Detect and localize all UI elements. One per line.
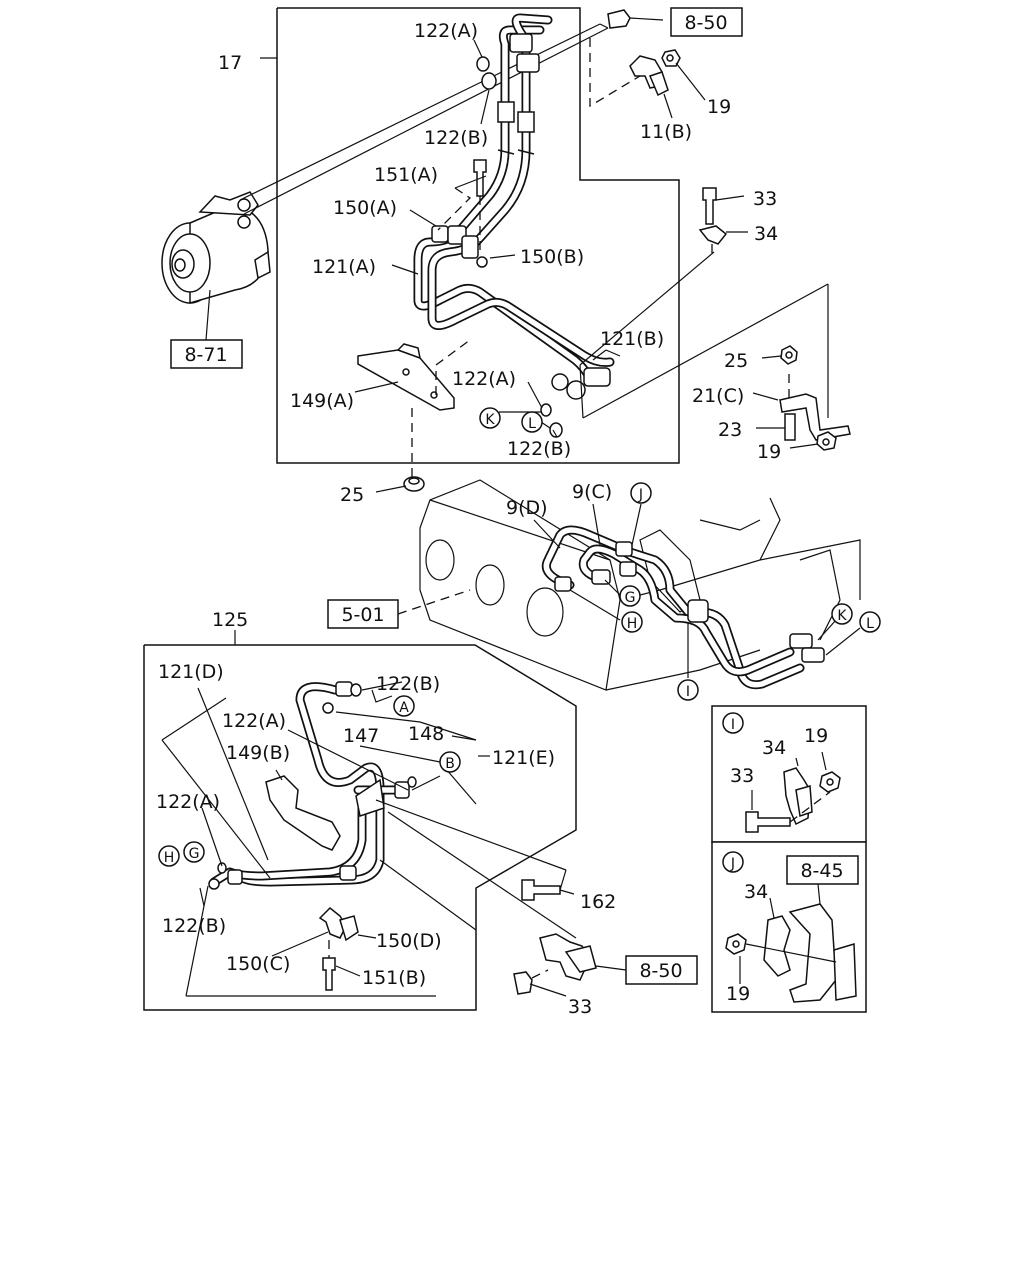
svg-text:H: H	[164, 850, 175, 866]
group-17-outline	[276, 7, 680, 464]
label-122B: 122(B)	[376, 673, 440, 695]
label-33: 33	[753, 188, 777, 210]
svg-text:K: K	[485, 412, 495, 428]
label-150A: 150(A)	[333, 197, 397, 219]
label-122B: 122(B)	[424, 127, 488, 149]
label-149B: 149(B)	[226, 742, 290, 764]
label-25: 25	[340, 484, 364, 506]
group-125-outline	[143, 644, 577, 1011]
svg-text:J: J	[638, 487, 643, 503]
label-121D: 121(D)	[158, 661, 224, 683]
label-122B: 122(B)	[162, 915, 226, 937]
label-19: 19	[726, 983, 750, 1005]
ref-box-8-50-bottom[interactable]: 8-50	[625, 955, 698, 985]
svg-text:B: B	[445, 756, 455, 772]
label-34: 34	[744, 881, 768, 903]
marker-L-2: L	[859, 611, 881, 633]
label-149A: 149(A)	[290, 390, 354, 412]
label-122A: 122(A)	[414, 20, 478, 42]
marker-K: K	[479, 407, 501, 429]
svg-text:8-50: 8-50	[684, 12, 727, 34]
marker-H: H	[621, 611, 643, 633]
svg-text:J: J	[730, 856, 735, 872]
svg-text:8-45: 8-45	[800, 860, 843, 882]
label-21C: 21(C)	[692, 385, 744, 407]
marker-I-inset: I	[722, 712, 744, 734]
marker-I: I	[677, 679, 699, 701]
part-labels: 17 122(A) 122(B) 19 11(B) 151(A) 150(A) …	[156, 20, 828, 1018]
label-150C: 150(C)	[226, 953, 290, 975]
marker-L: L	[521, 411, 543, 433]
label-34: 34	[762, 737, 786, 759]
marker-B: B	[439, 751, 461, 773]
label-19: 19	[707, 96, 731, 118]
ref-box-8-50-top[interactable]: 8-50	[670, 7, 743, 37]
svg-text:I: I	[731, 717, 735, 733]
svg-text:8-50: 8-50	[639, 960, 682, 982]
svg-text:K: K	[837, 608, 847, 624]
label-147: 147	[343, 725, 379, 747]
label-121B: 121(B)	[600, 328, 664, 350]
svg-text:H: H	[627, 616, 638, 632]
label-122A: 122(A)	[156, 791, 220, 813]
svg-text:5-01: 5-01	[341, 604, 384, 626]
marker-G-2: G	[183, 841, 205, 863]
label-122B: 122(B)	[507, 438, 571, 460]
pipe-121A	[413, 13, 615, 387]
marker-J-inset: J	[722, 851, 744, 873]
label-9C: 9(C)	[572, 481, 612, 503]
label-151B: 151(B)	[362, 967, 426, 989]
label-23: 23	[718, 419, 742, 441]
label-33: 33	[568, 996, 592, 1018]
marker-A: A	[393, 695, 415, 717]
label-17: 17	[218, 52, 242, 74]
label-122A: 122(A)	[452, 368, 516, 390]
label-150D: 150(D)	[376, 930, 442, 952]
svg-text:L: L	[528, 416, 536, 432]
label-19: 19	[757, 441, 781, 463]
marker-G: G	[619, 585, 641, 607]
label-150B: 150(B)	[520, 246, 584, 268]
pipe-9C-9D	[541, 525, 805, 690]
svg-text:A: A	[399, 700, 409, 716]
svg-text:8-71: 8-71	[184, 344, 227, 366]
label-162: 162	[580, 891, 616, 913]
ref-box-8-45[interactable]: 8-45	[786, 855, 859, 885]
ref-box-5-01[interactable]: 5-01	[327, 599, 399, 629]
label-25: 25	[724, 350, 748, 372]
marker-K-2: K	[831, 603, 853, 625]
label-11B: 11(B)	[640, 121, 692, 143]
label-148: 148	[408, 723, 444, 745]
svg-text:G: G	[625, 590, 636, 606]
marker-J: J	[630, 482, 652, 504]
svg-text:G: G	[189, 846, 200, 862]
label-121A: 121(A)	[312, 256, 376, 278]
label-125: 125	[212, 609, 248, 631]
marker-H-2: H	[158, 845, 180, 867]
chassis-frame	[419, 479, 861, 691]
label-151A: 151(A)	[374, 164, 438, 186]
label-122A: 122(A)	[222, 710, 286, 732]
label-121E: 121(E)	[492, 747, 555, 769]
ref-box-8-71[interactable]: 8-71	[170, 339, 243, 369]
label-9D: 9(D)	[506, 497, 548, 519]
svg-text:I: I	[686, 684, 690, 700]
label-19: 19	[804, 725, 828, 747]
label-34: 34	[754, 223, 778, 245]
label-33: 33	[730, 765, 754, 787]
svg-text:L: L	[866, 616, 874, 632]
